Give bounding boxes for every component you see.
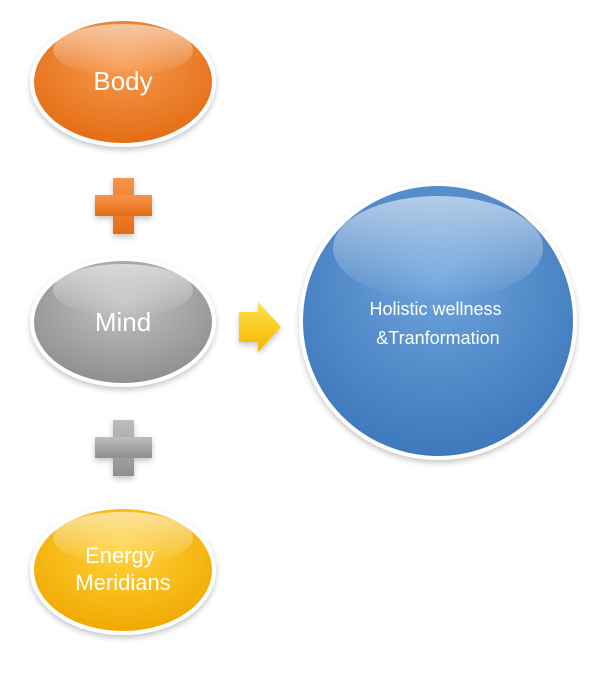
holistic-wellness-label: Holistic wellness &Tranformation xyxy=(369,299,506,348)
plus-icon xyxy=(95,420,152,476)
result-label-line-2: &Tranformation xyxy=(376,328,499,348)
body-node xyxy=(30,17,216,147)
energy-meridians-node xyxy=(30,505,216,635)
energy-label-line-1: Energy xyxy=(85,543,155,568)
energy-label-line-2: Meridians xyxy=(75,570,170,595)
holistic-wellness-node xyxy=(299,182,577,460)
plus-icon xyxy=(95,178,152,234)
mind-node xyxy=(30,257,216,387)
body-label: Body xyxy=(93,66,152,96)
right-arrow-icon xyxy=(239,302,281,352)
energy-meridians-label: Energy Meridians xyxy=(75,543,170,595)
result-label-line-1: Holistic wellness xyxy=(369,299,501,319)
mind-label: Mind xyxy=(95,307,151,337)
